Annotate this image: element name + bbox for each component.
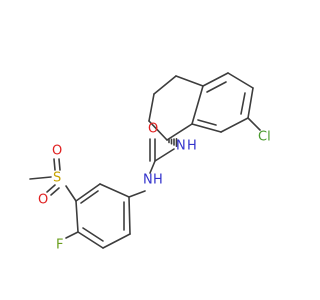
bond xyxy=(75,183,101,202)
bond xyxy=(82,227,104,242)
bond xyxy=(148,93,155,122)
atom-label-oxygen: O xyxy=(52,144,62,159)
bonds xyxy=(29,72,261,249)
bond xyxy=(227,72,254,89)
atom-label-hydrogen: H xyxy=(153,173,163,188)
bond xyxy=(202,72,229,87)
atom-label-nitrogen: N xyxy=(176,139,186,154)
bond xyxy=(80,190,99,204)
atom-label-hydrogen: H xyxy=(187,139,197,154)
bond xyxy=(65,185,77,202)
bond xyxy=(75,200,79,233)
bond xyxy=(166,123,193,141)
bond xyxy=(153,75,177,95)
bond xyxy=(102,233,131,249)
atom-label-oxygen: O xyxy=(148,122,158,137)
bond xyxy=(220,117,249,133)
bond xyxy=(53,158,56,171)
atom-label-oxygen: O xyxy=(38,193,48,208)
bond xyxy=(191,123,222,133)
bond xyxy=(128,190,146,198)
bond xyxy=(99,183,130,198)
stereo-hash-bond xyxy=(168,138,178,147)
atom-label-sulfur: S xyxy=(53,171,61,186)
bond xyxy=(58,158,61,171)
bond xyxy=(29,176,52,180)
bond xyxy=(77,231,104,249)
bond xyxy=(154,148,175,162)
bond xyxy=(247,87,254,119)
bond xyxy=(46,184,56,193)
bond xyxy=(50,187,60,196)
bond xyxy=(191,85,204,125)
atom-label-nitrogen: N xyxy=(143,173,153,188)
molecule-structure-diagram: Cl N H N H O S O O F xyxy=(29,72,271,253)
bond xyxy=(149,160,156,174)
bond xyxy=(65,231,79,239)
atom-label-fluorine: F xyxy=(56,238,63,253)
bond xyxy=(240,92,246,115)
atom-label-chlorine: Cl xyxy=(258,130,271,145)
bond xyxy=(197,119,217,126)
bond xyxy=(175,75,204,87)
bond xyxy=(128,196,131,235)
bond xyxy=(148,120,168,141)
bond xyxy=(247,117,261,131)
bond xyxy=(206,81,227,93)
atom-labels: Cl N H N H O S O O F xyxy=(38,122,271,253)
